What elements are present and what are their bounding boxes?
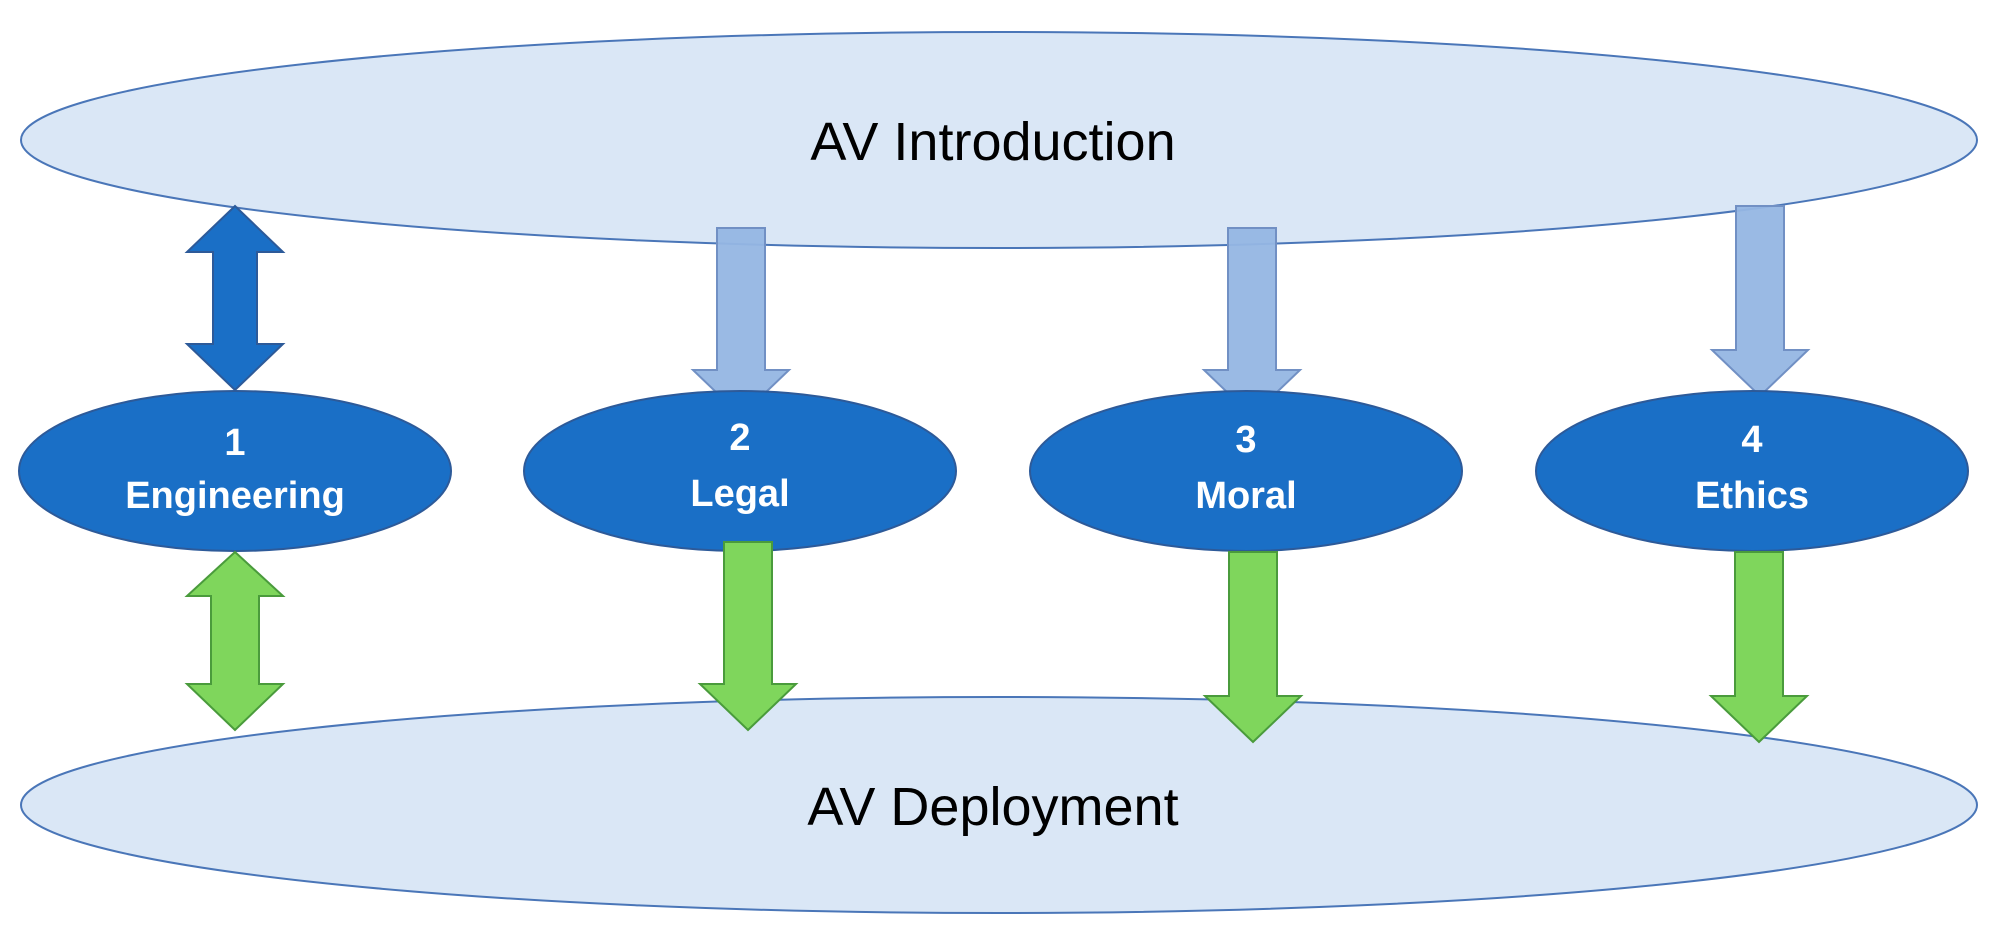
node-legal-number: 2 xyxy=(729,417,750,459)
engineering-deployment-double-arrow xyxy=(184,550,286,732)
av-deployment-layer xyxy=(20,696,1978,914)
node-moral-label: Moral xyxy=(1195,475,1296,517)
av-deployment-label: AV Deployment xyxy=(807,777,1178,837)
node-ethics xyxy=(1535,390,1969,552)
node-moral-number: 3 xyxy=(1235,419,1256,461)
node-engineering-number: 1 xyxy=(224,422,245,464)
legal-introduction-down-arrow xyxy=(690,227,792,418)
node-legal xyxy=(523,390,957,552)
ethics-introduction-down-arrow xyxy=(1709,205,1811,398)
node-ethics-number: 4 xyxy=(1741,419,1762,461)
engineering-introduction-double-arrow xyxy=(184,204,286,392)
av-introduction-layer xyxy=(20,31,1978,249)
node-engineering xyxy=(18,390,452,552)
moral-deployment-down-arrow xyxy=(1202,551,1304,744)
ethics-deployment-down-arrow xyxy=(1708,551,1810,744)
node-moral xyxy=(1029,390,1463,552)
node-legal-label: Legal xyxy=(690,473,789,515)
node-engineering-label: Engineering xyxy=(125,475,345,517)
legal-deployment-down-arrow xyxy=(697,541,799,732)
node-ethics-label: Ethics xyxy=(1695,475,1809,517)
moral-introduction-down-arrow xyxy=(1201,227,1303,418)
av-introduction-label: AV Introduction xyxy=(810,112,1175,172)
